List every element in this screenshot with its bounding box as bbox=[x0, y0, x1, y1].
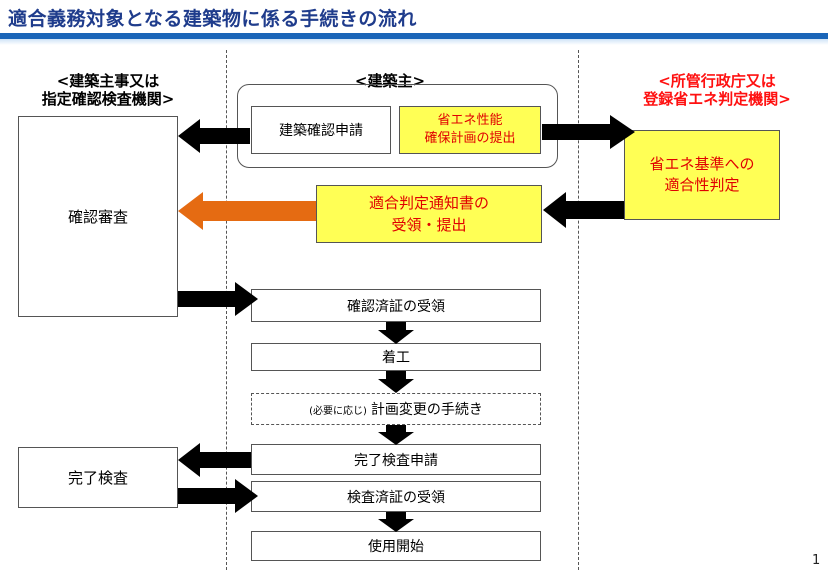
kensa-juryo-box: 検査済証の受領 bbox=[251, 481, 541, 512]
chakko-label: 着工 bbox=[382, 350, 410, 366]
arrow-down-4 bbox=[378, 512, 414, 532]
divider-right bbox=[578, 50, 579, 570]
title-underline-gradient bbox=[0, 39, 828, 45]
keikaku-henko-note: (必要に応じ) bbox=[309, 405, 367, 417]
kanryo-kensa-label: 完了検査 bbox=[67, 469, 128, 487]
arrow-orange-to-kakunin-shinsa bbox=[178, 192, 316, 230]
arrow-to-kakunin-juryo bbox=[178, 282, 258, 316]
kakunin-juryo-label: 確認済証の受領 bbox=[347, 298, 445, 315]
kakunin-juryo-box: 確認済証の受領 bbox=[251, 289, 541, 322]
kanryo-shinsei-box: 完了検査申請 bbox=[251, 444, 541, 475]
keikaku-henko-box: (必要に応じ) 計画変更の手続き bbox=[251, 393, 541, 425]
shoene-plan-box: 省エネ性能 確保計画の提出 bbox=[399, 106, 541, 154]
arrow-down-3 bbox=[378, 425, 414, 445]
shiyo-kaishi-box: 使用開始 bbox=[251, 531, 541, 561]
shiyo-kaishi-label: 使用開始 bbox=[368, 539, 424, 555]
column-header-center: <建築主> bbox=[354, 72, 426, 90]
tsuchisho-label: 適合判定通知書の 受領・提出 bbox=[368, 194, 489, 234]
column-header-right: <所管行政庁又は 登録省エネ判定機関> bbox=[643, 72, 791, 108]
arrow-to-kensa-juryo bbox=[178, 479, 258, 513]
keikaku-henko-label: 計画変更の手続き bbox=[370, 402, 483, 418]
arrow-to-kakunin-shinsa bbox=[178, 119, 250, 153]
page-number: 1 bbox=[812, 553, 821, 568]
shoene-plan-label: 省エネ性能 確保計画の提出 bbox=[424, 113, 516, 146]
arrow-to-shoene-hantei bbox=[542, 115, 635, 149]
kakunin-shinsa-box: 確認審査 bbox=[18, 116, 178, 317]
page-title: 適合義務対象となる建築物に係る手続きの流れ bbox=[8, 8, 417, 30]
arrow-to-kanryo-kensa bbox=[178, 443, 251, 477]
chakko-box: 着工 bbox=[251, 343, 541, 371]
kanryo-shinsei-label: 完了検査申請 bbox=[354, 452, 438, 469]
divider-left bbox=[226, 50, 227, 570]
column-header-left: <建築主事又は 指定確認検査機関> bbox=[41, 72, 175, 108]
arrow-to-tsuchisho bbox=[543, 192, 624, 228]
shoene-hantei-label: 省エネ基準への 適合性判定 bbox=[649, 155, 755, 194]
kakunin-shinsei-label: 建築確認申請 bbox=[279, 123, 363, 139]
arrow-down-1 bbox=[378, 322, 414, 344]
kakunin-shinsa-label: 確認審査 bbox=[67, 208, 128, 226]
tsuchisho-box: 適合判定通知書の 受領・提出 bbox=[316, 185, 542, 243]
kakunin-shinsei-box: 建築確認申請 bbox=[251, 106, 391, 154]
title-underline bbox=[0, 33, 828, 39]
arrow-down-2 bbox=[378, 371, 414, 393]
kanryo-kensa-box: 完了検査 bbox=[18, 447, 178, 508]
kensa-juryo-label: 検査済証の受領 bbox=[347, 489, 445, 506]
shoene-hantei-box: 省エネ基準への 適合性判定 bbox=[624, 130, 780, 220]
